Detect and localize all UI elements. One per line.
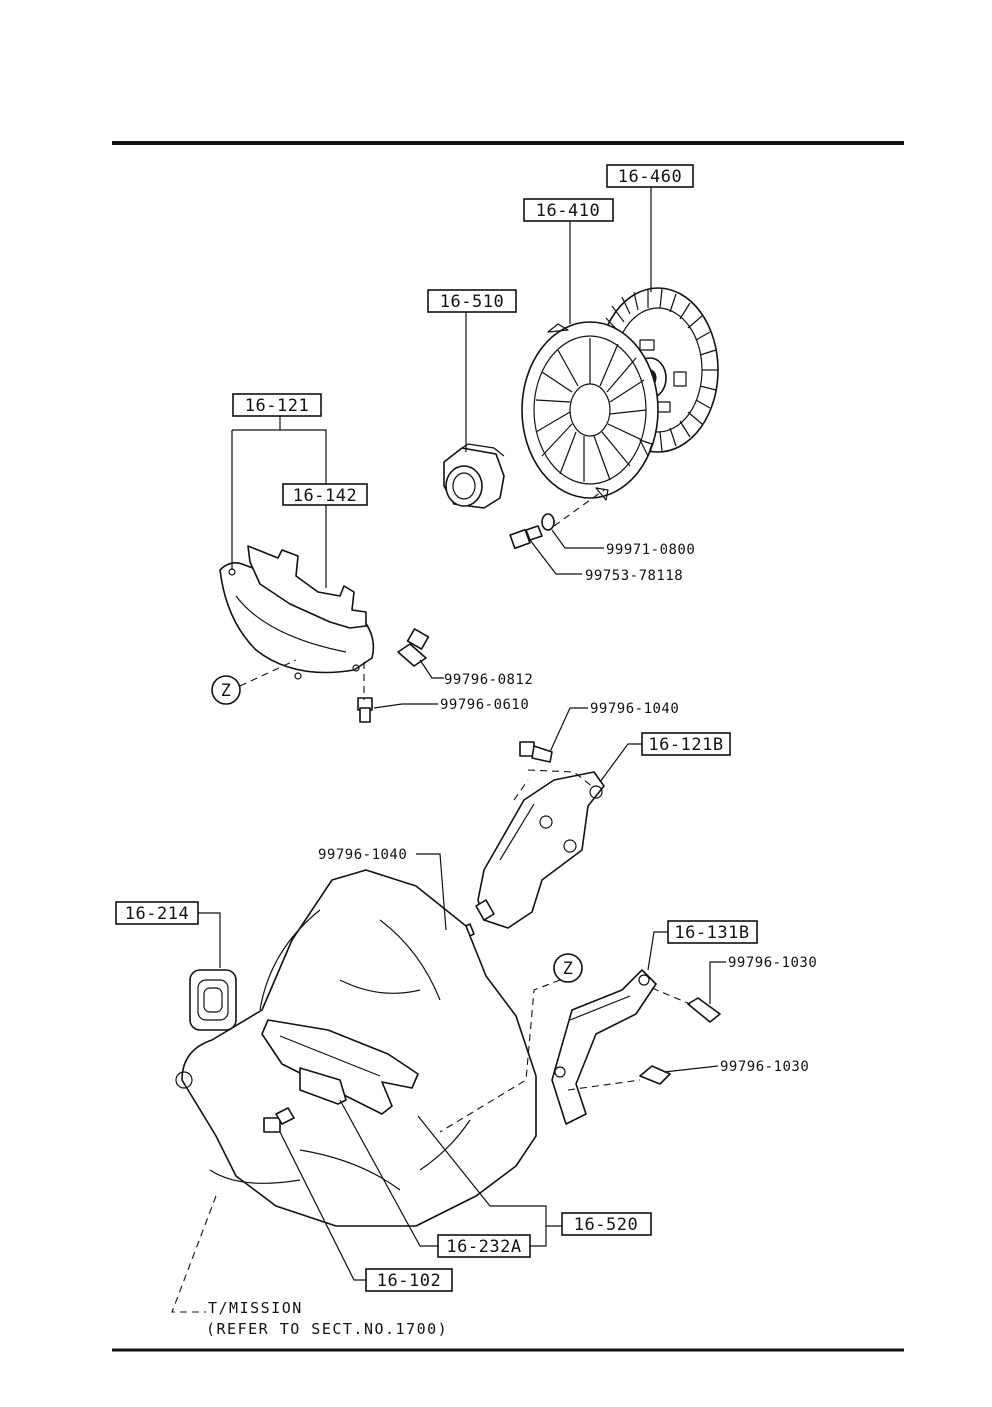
spring-clip-16-232A-drawing bbox=[299, 1067, 347, 1105]
part-number-99796-0610: 99796-0610 bbox=[440, 697, 529, 713]
svg-text:16-131B: 16-131B bbox=[674, 923, 749, 943]
release-fork-16-520-drawing bbox=[261, 1019, 419, 1115]
dashed-reference-lines bbox=[171, 489, 691, 1313]
bolt-99796-1030-lower-drawing bbox=[639, 1065, 671, 1085]
callout-16-102: 16-102 bbox=[365, 1268, 453, 1292]
callout-16-510: 16-510 bbox=[427, 289, 517, 313]
note-line-2: (REFER TO SECT.NO.1700) bbox=[206, 1320, 448, 1338]
callout-16-232A: 16-232A bbox=[437, 1234, 531, 1258]
svg-text:16-214: 16-214 bbox=[125, 904, 189, 924]
note-line-1: T/MISSION bbox=[208, 1299, 303, 1317]
svg-text:16-232A: 16-232A bbox=[446, 1237, 521, 1257]
bracket-16-131B-drawing bbox=[551, 969, 657, 1125]
svg-text:16-102: 16-102 bbox=[377, 1271, 441, 1291]
callout-16-131B: 16-131B bbox=[667, 920, 758, 944]
cover-plate-drawing bbox=[219, 545, 375, 680]
callout-16-520: 16-520 bbox=[561, 1212, 652, 1236]
svg-text:16-142: 16-142 bbox=[293, 486, 357, 506]
part-number-99796-1040-lower: 99796-1040 bbox=[318, 847, 407, 863]
callout-16-121B: 16-121B bbox=[641, 732, 731, 756]
svg-text:16-460: 16-460 bbox=[618, 167, 682, 187]
bolt-99796-0610-drawing bbox=[357, 697, 373, 723]
callout-16-121: 16-121 bbox=[232, 393, 322, 417]
bolt-99796-1040-upper-drawing bbox=[519, 741, 553, 763]
svg-text:16-520: 16-520 bbox=[574, 1215, 638, 1235]
part-number-99796-1030-upper: 99796-1030 bbox=[728, 955, 817, 971]
svg-text:16-510: 16-510 bbox=[440, 292, 504, 312]
dust-boot-16-214-drawing bbox=[189, 969, 237, 1031]
bolt-99796-0812-drawing bbox=[397, 628, 430, 667]
part-number-99796-1040-upper: 99796-1040 bbox=[590, 701, 679, 717]
release-bearing-drawing bbox=[443, 443, 505, 509]
part-number-99796-1030-lower: 99796-1030 bbox=[720, 1059, 809, 1075]
svg-text:Z: Z bbox=[563, 959, 574, 979]
callout-16-142: 16-142 bbox=[282, 483, 368, 506]
part-number-99796-0812: 99796-0812 bbox=[444, 672, 533, 688]
leader-lines bbox=[198, 186, 726, 1281]
part-number-99971-0800: 99971-0800 bbox=[606, 542, 695, 558]
svg-text:16-410: 16-410 bbox=[536, 201, 600, 221]
bolt-99796-1030-upper-drawing bbox=[687, 997, 721, 1023]
part-number-99753-78118: 99753-78118 bbox=[585, 568, 683, 584]
svg-text:16-121B: 16-121B bbox=[648, 735, 723, 755]
bracket-16-121B-drawing bbox=[475, 771, 605, 929]
connector-z-right: Z bbox=[553, 953, 583, 983]
washer-99971-0800-drawing bbox=[541, 513, 555, 531]
connector-z-left: Z bbox=[211, 675, 241, 705]
pressure-plate-drawing bbox=[521, 321, 659, 501]
callout-16-410: 16-410 bbox=[523, 198, 614, 222]
callout-16-460: 16-460 bbox=[606, 164, 694, 188]
svg-text:16-121: 16-121 bbox=[245, 396, 309, 416]
pivot-16-102-drawing bbox=[263, 1107, 295, 1133]
bolt-99753-78118-drawing bbox=[509, 525, 543, 550]
svg-text:Z: Z bbox=[221, 681, 232, 701]
callout-16-214: 16-214 bbox=[115, 901, 199, 925]
